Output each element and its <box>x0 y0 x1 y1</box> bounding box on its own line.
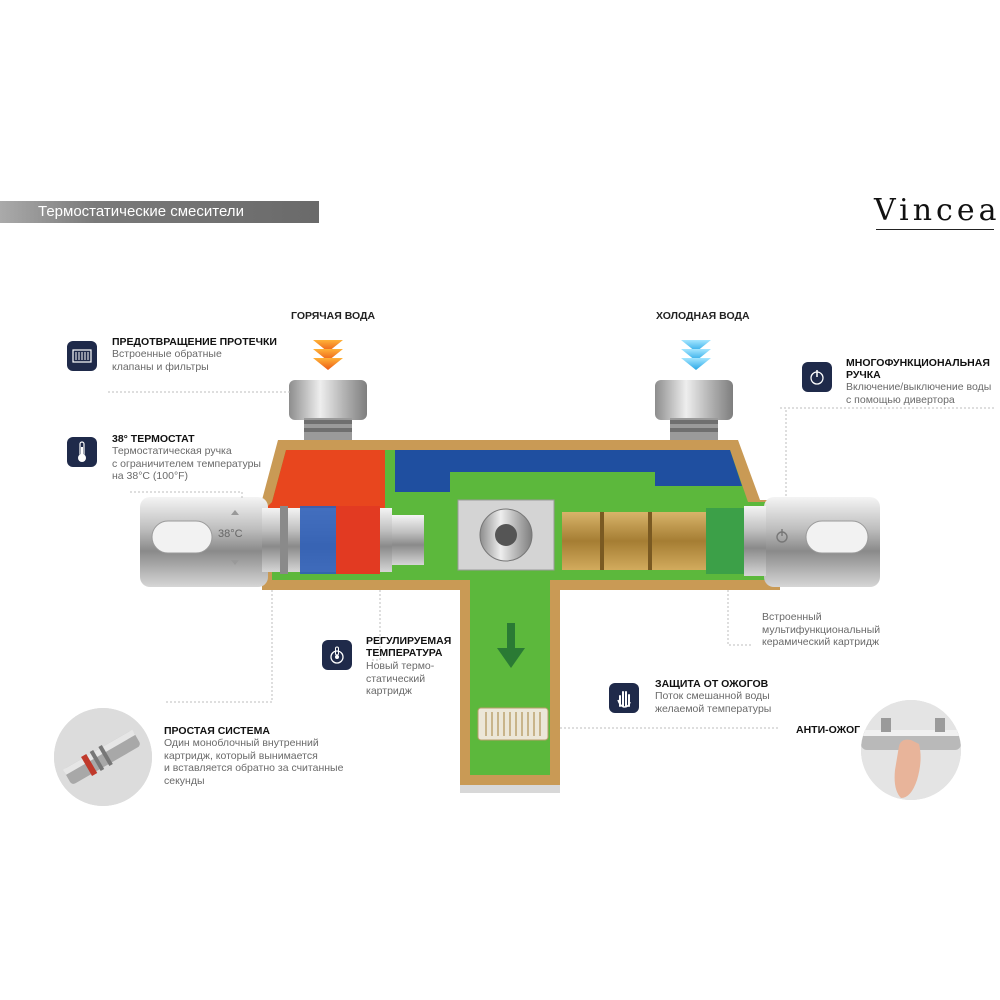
simple-title: ПРОСТАЯ СИСТЕМА <box>164 725 270 737</box>
temperature-dial-icon <box>322 640 352 670</box>
thermostat-button <box>151 520 213 554</box>
antiburn-title: АНТИ-ОЖОГ <box>796 724 861 736</box>
cold-water-label: ХОЛОДНАЯ ВОДА <box>656 310 750 322</box>
diverter-button <box>805 520 869 554</box>
hot-flow-arrow <box>313 340 343 370</box>
adjustable-title: РЕГУЛИРУЕМАЯ ТЕМПЕРАТУРА <box>366 635 451 659</box>
thermostat-desc: Термостатическая ручка с ограничителем т… <box>112 445 261 483</box>
ceramic-desc: Встроенный мультифункциональный керамиче… <box>762 611 880 649</box>
cold-water-zone <box>395 450 742 492</box>
adjustable-desc-line: статический <box>366 672 426 685</box>
cartridge-photo <box>54 708 152 806</box>
adjustable-title-line: ТЕМПЕРАТУРА <box>366 647 443 659</box>
filter-icon <box>67 341 97 371</box>
burn-desc-line: желаемой температуры <box>655 702 772 715</box>
logo-underline <box>876 229 994 230</box>
multifunction-title: МНОГОФУНКЦИОНАЛЬНАЯ РУЧКА <box>846 357 990 381</box>
power-diverter-icon <box>802 362 832 392</box>
leak-desc-line: Встроенные обратные <box>112 348 222 360</box>
cold-inlet-nut <box>655 380 733 440</box>
hot-water-label: ГОРЯЧАЯ ВОДА <box>291 310 376 322</box>
adjustable-desc-line: картридж <box>366 685 412 697</box>
outlet-flow-arrow <box>497 623 525 668</box>
adjustable-desc: Новый термо- статический картридж <box>366 660 434 698</box>
ceramic-desc-line: керамический картридж <box>762 636 880 648</box>
leak-desc-line: клапаны и фильтры <box>112 360 209 373</box>
cold-flow-arrow <box>681 340 711 370</box>
diverter-block <box>457 499 555 571</box>
hot-inlet-nut <box>289 380 367 440</box>
multifunction-desc: Включение/выключение воды с помощью диве… <box>846 381 991 406</box>
ceramic-desc-line: Встроенный <box>762 611 822 623</box>
handle-temp-mark: 38°C <box>218 528 243 540</box>
thermometer-icon <box>67 437 97 467</box>
simple-desc-line: секунды <box>164 774 205 787</box>
aerator <box>477 707 549 741</box>
antiburn-photo <box>861 700 961 800</box>
thermostat-title: 38° ТЕРМОСТАТ <box>112 433 195 445</box>
multifunction-title-line: МНОГОФУНКЦИОНАЛЬНАЯ <box>846 357 990 369</box>
adjustable-desc-line: Новый термо- <box>366 660 435 672</box>
simple-desc-line: картридж, который вынимается <box>164 749 318 762</box>
simple-desc-line: и вставляется обратно за считанные <box>164 762 344 774</box>
hot-water-zone <box>262 450 385 512</box>
multifunction-title-line: РУЧКА <box>846 369 881 381</box>
leak-title: ПРЕДОТВРАЩЕНИЕ ПРОТЕЧКИ <box>112 336 277 348</box>
ceramic-cartridge <box>562 506 766 576</box>
burn-title: ЗАЩИТА ОТ ОЖОГОВ <box>655 678 769 690</box>
brand-logo: Vincea <box>874 193 1000 228</box>
leader-lines <box>108 391 994 729</box>
multifunction-desc-line: с помощью дивертора <box>846 393 955 406</box>
title-banner: Термостатические смесители <box>0 201 319 223</box>
banner-title: Термостатические смесители <box>38 203 244 220</box>
multifunction-desc-line: Включение/выключение воды <box>846 381 992 393</box>
simple-desc: Один моноблочный внутренний картридж, ко… <box>164 737 343 787</box>
thermostat-desc-line: с ограничителем температуры <box>112 457 261 470</box>
hand-icon <box>609 683 639 713</box>
leak-desc: Встроенные обратные клапаны и фильтры <box>112 348 222 373</box>
adjustable-title-line: РЕГУЛИРУЕМАЯ <box>366 635 452 647</box>
thermostat-desc-line: на 38°C (100°F) <box>112 470 189 482</box>
burn-desc: Поток смешанной воды желаемой температур… <box>655 690 771 715</box>
thermostat-desc-line: Термостатическая ручка <box>112 445 232 457</box>
simple-desc-line: Один моноблочный внутренний <box>164 737 319 749</box>
ceramic-desc-line: мультифункциональный <box>762 623 881 636</box>
thermostat-cartridge <box>262 506 424 574</box>
burn-desc-line: Поток смешанной воды <box>655 690 770 702</box>
